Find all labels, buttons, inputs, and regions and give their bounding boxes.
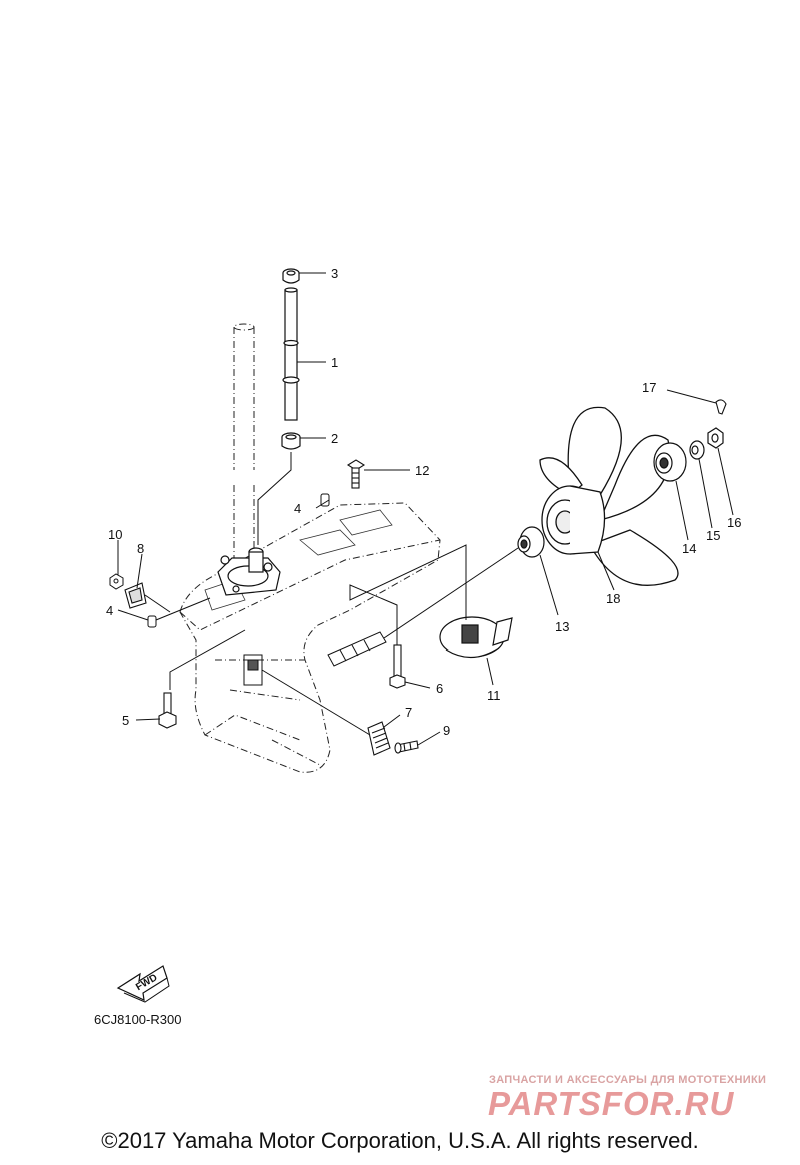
propeller-18 — [539, 406, 679, 586]
screw-9 — [394, 740, 419, 754]
callout-8[interactable]: 8 — [137, 541, 144, 556]
water-tube — [282, 287, 300, 421]
callout-6[interactable]: 6 — [436, 681, 443, 696]
grommet-bottom — [281, 432, 301, 450]
callout-5[interactable]: 5 — [122, 713, 129, 728]
watermark-tagline: ЗАПЧАСТИ И АКСЕССУАРЫ ДЛЯ МОТОТЕХНИКИ — [489, 1074, 766, 1086]
callout-18[interactable]: 18 — [606, 591, 620, 606]
fwd-arrow: FWD — [116, 965, 170, 1003]
callout-13[interactable]: 13 — [555, 619, 569, 634]
callout-9[interactable]: 9 — [443, 723, 450, 738]
washer-14 — [653, 442, 687, 482]
washer-15 — [689, 440, 705, 460]
callout-10[interactable]: 10 — [108, 527, 122, 542]
lower-unit-housing — [179, 502, 441, 773]
anode-8 — [124, 582, 147, 609]
bolt-12 — [346, 459, 366, 489]
callout-14[interactable]: 14 — [682, 541, 696, 556]
copyright-notice: ©2017 Yamaha Motor Corporation, U.S.A. A… — [101, 1128, 699, 1153]
callout-17[interactable]: 17 — [642, 380, 656, 395]
screw-10 — [109, 573, 124, 590]
callout-15[interactable]: 15 — [706, 528, 720, 543]
propeller-shaft — [327, 631, 387, 667]
dowel-pin-lower — [147, 615, 157, 628]
callout-2[interactable]: 2 — [331, 431, 338, 446]
callout-numbers: 1 2 3 4 4 5 6 7 8 9 10 11 12 13 14 15 16… — [106, 266, 741, 738]
spacer-13 — [517, 526, 545, 558]
callout-11[interactable]: 11 — [487, 688, 501, 703]
thrust-washer-11 — [439, 616, 513, 659]
grille-7 — [367, 721, 391, 756]
callout-7[interactable]: 7 — [405, 705, 412, 720]
watermark: ЗАПЧАСТИ И АКСЕССУАРЫ ДЛЯ МОТОТЕХНИКИ PA… — [488, 1074, 766, 1122]
callout-16[interactable]: 16 — [727, 515, 741, 530]
callout-4-lower[interactable]: 4 — [106, 603, 113, 618]
water-pump — [217, 547, 281, 596]
drive-shaft — [233, 323, 255, 560]
diagram-code: 6CJ8100-R300 — [94, 1012, 181, 1027]
callout-4-upper[interactable]: 4 — [294, 501, 301, 516]
bolt-5 — [158, 692, 177, 729]
bolt-6 — [389, 644, 406, 689]
callout-1[interactable]: 1 — [331, 355, 338, 370]
callout-12[interactable]: 12 — [415, 463, 429, 478]
grommet-top — [282, 268, 300, 284]
nut-16 — [707, 427, 724, 449]
assembly-lines — [144, 452, 519, 736]
watermark-brand[interactable]: PARTSFOR.RU — [488, 1085, 734, 1122]
callout-3[interactable]: 3 — [331, 266, 338, 281]
callout-leaders — [117, 272, 734, 746]
cotter-pin-17 — [715, 399, 727, 415]
